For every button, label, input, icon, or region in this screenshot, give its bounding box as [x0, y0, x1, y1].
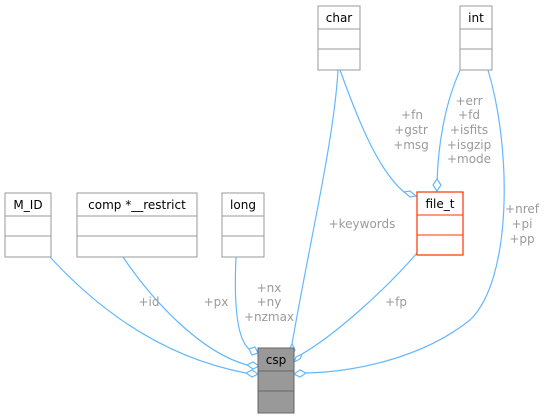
node-file-t[interactable]: file_t — [416, 191, 464, 256]
edge-fp — [301, 252, 418, 355]
edge-label-isfits: +isfits — [450, 123, 488, 137]
diamond-err-fd-isfits-isgzip-mode — [432, 177, 442, 193]
node-int[interactable]: int — [459, 5, 493, 71]
diamond-fp — [292, 352, 304, 364]
edge-label-nx: +nx — [257, 281, 282, 295]
edge-nx-ny-nzmax — [234, 256, 250, 350]
edge-label-mode: +mode — [447, 152, 491, 166]
edge-label-gstr: +gstr — [394, 123, 428, 137]
diamonds — [244, 177, 442, 378]
edge-keywords — [291, 69, 339, 345]
diamond-nx-ny-nzmax — [248, 346, 259, 356]
node-char[interactable]: char — [317, 5, 361, 71]
edge-label-id: +id — [138, 295, 159, 309]
edge-label-isgzip: +isgzip — [447, 138, 492, 152]
edge-label-keywords: +keywords — [329, 217, 396, 231]
edge-label-ny: +ny — [257, 295, 282, 309]
edge-label-px: +px — [204, 295, 229, 309]
edge-label-fd: +fd — [458, 108, 480, 122]
edge-labels: +id +px +nx +ny +nzmax +keywords +fp +nr… — [138, 94, 539, 324]
diamond-id — [244, 369, 260, 378]
node-int-title: int — [468, 11, 484, 25]
edge-fn-gstr-msg — [339, 69, 405, 193]
edge-label-nref: +nref — [505, 202, 540, 216]
edge-err-fd-isfits-isgzip-mode — [436, 63, 464, 184]
edge-nref-pi-pp — [305, 69, 505, 374]
edge-label-fp: +fp — [385, 295, 407, 309]
diamond-fn-gstr-msg — [402, 190, 418, 198]
node-char-title: char — [326, 11, 353, 25]
node-csp-title: csp — [266, 353, 286, 367]
node-m-id[interactable]: M_ID — [4, 192, 52, 258]
edges — [49, 63, 505, 374]
edge-label-err: +err — [455, 94, 482, 108]
node-comp[interactable]: comp *__restrict — [76, 192, 198, 258]
edge-label-nzmax: +nzmax — [244, 310, 294, 324]
edge-px — [122, 256, 248, 366]
node-long[interactable]: long — [221, 192, 265, 258]
node-comp-title: comp *__restrict — [88, 198, 186, 212]
node-long-title: long — [230, 198, 256, 212]
node-csp[interactable]: csp — [257, 347, 295, 414]
diamond-nref-pi-pp — [292, 369, 308, 378]
edge-label-pi: +pi — [511, 217, 532, 231]
edge-id — [49, 256, 247, 374]
edge-label-fn: +fn — [401, 108, 423, 122]
node-m-id-title: M_ID — [13, 198, 42, 212]
edge-label-pp: +pp — [509, 232, 534, 246]
edge-label-msg: +msg — [393, 138, 429, 152]
diamond-px — [245, 361, 261, 370]
node-file-t-title: file_t — [426, 197, 455, 211]
